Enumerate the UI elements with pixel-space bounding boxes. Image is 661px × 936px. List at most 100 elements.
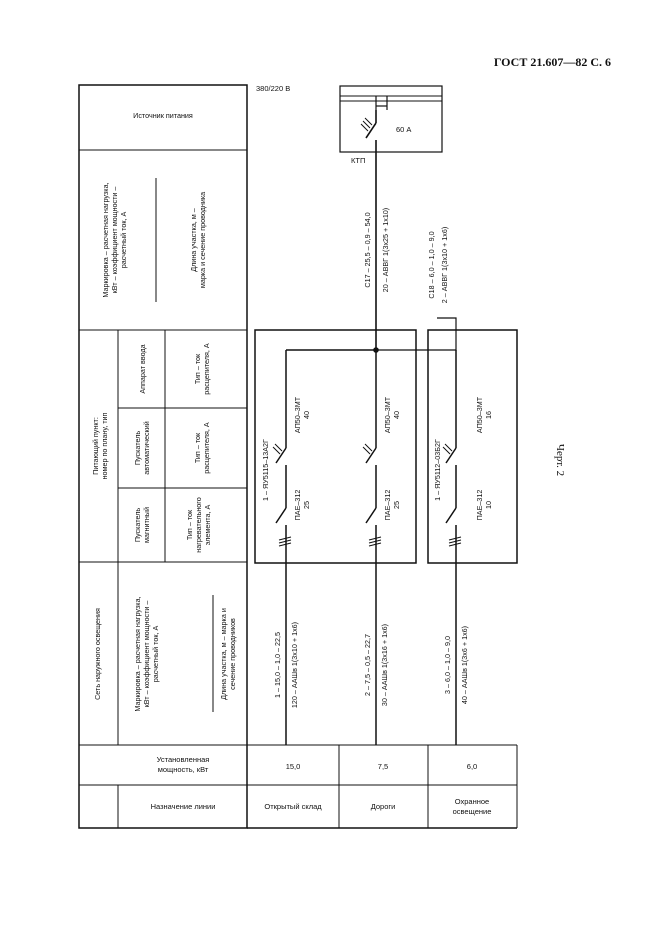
line-1-starter-mark: [278, 536, 292, 547]
source-marking-line-2: кВт – коэффициент мощности –: [110, 187, 119, 294]
line-2-starter-type: ПАЕ–312: [383, 490, 392, 521]
auto-breaker-line-2: автоматический: [142, 421, 151, 474]
power-source-label: Источник питания: [133, 111, 193, 120]
magnetic-starter-type-line-3: элемента, А: [203, 504, 212, 545]
left-table: [78, 84, 248, 829]
network-marking-line-3: расчетный ток, А: [151, 626, 160, 683]
magnetic-starter-line-2: магнитный: [142, 507, 151, 543]
source-breaker-current: 60 А: [396, 125, 411, 134]
line-3-cable-label: 40 – ААШв 1(3х6 + 1х6): [460, 626, 469, 704]
entry-type-header: Тип – ток расцепителя, А: [193, 343, 211, 395]
power-value-2: 7,5: [378, 762, 388, 771]
line-3-starter-type: ПАЕ–312: [475, 490, 484, 521]
power-value-3: 6,0: [467, 762, 477, 771]
table-frame: [78, 84, 248, 829]
line-1-breaker-type: АП50–3МТ: [293, 396, 302, 433]
source-breaker-blade: [365, 122, 377, 139]
line-3-marking: 3 – 6,0 – 1,0 – 9,0: [443, 636, 452, 694]
magnetic-starter-line-1: Пускатель: [133, 508, 142, 543]
line-3-circuit: [445, 350, 457, 745]
installed-power-line-1: Установленная: [157, 755, 210, 764]
breaker-blade: [445, 447, 457, 464]
network-length-label: Длина участка, м – марка и сечение прово…: [219, 608, 237, 700]
line-2-breaker-hatch: [362, 443, 373, 455]
panel-1-frame: [254, 329, 417, 564]
installed-power-line-2: мощность, кВт: [158, 765, 209, 774]
source-length-line-1: Длина участка, м –: [189, 208, 198, 272]
line-1-starter-type: ПАЕ–312: [293, 490, 302, 521]
line-2-marking: 2 – 7,5 – 0,5 – 22,7: [363, 634, 372, 696]
line-1-starter-label: ПАЕ–312 25: [293, 490, 311, 521]
entry-type-line-2: расцепителя, А: [202, 343, 211, 395]
line-3-breaker-current: 16: [484, 411, 493, 419]
line-purpose-label: Назначение линии: [151, 802, 216, 811]
panel-title-line-2: номер по плану, тип: [100, 412, 109, 479]
network-title: Сеть наружного освещения: [93, 608, 102, 700]
line-3-starter-mark: [448, 536, 462, 547]
power-value-1: 15,0: [286, 762, 301, 771]
network-marking-line-2: кВт – коэффициент мощности –: [142, 601, 151, 708]
line-2-breaker-current: 40: [392, 411, 401, 419]
feeder-2-marking: С18 – 6,0 – 1,0 – 9,0: [427, 231, 436, 298]
starter-blade: [275, 507, 287, 524]
line-3-breaker-hatch: [442, 443, 453, 455]
feeder-1-cable: 20 – АВВГ 1(3х25 + 1х10): [381, 208, 390, 292]
panel-2-frame: [427, 329, 518, 564]
line-2-breaker-label: АП50–3МТ 40: [383, 396, 401, 433]
purpose-value-2: Дороги: [371, 802, 396, 811]
line-2-starter-mark: [368, 536, 382, 547]
network-marking-label: Маркировка – расчетная нагрузка, кВт – к…: [133, 596, 160, 711]
bottom-table: [247, 744, 518, 829]
line-3-starter-current: 10: [484, 501, 493, 509]
line-3-starter-label: ПАЕ–312 10: [475, 490, 493, 521]
auto-breaker-line-1: Пускатель: [133, 431, 142, 466]
auto-breaker-type-line-1: Тип – ток: [193, 432, 202, 463]
line-1-starter-current: 25: [302, 501, 311, 509]
starter-blade: [445, 507, 457, 524]
purpose-value-1: Открытый склад: [264, 802, 322, 811]
magnetic-starter-type-header: Тип – ток нагревательного элемента, А: [185, 497, 212, 553]
panel-title-label: Питающий пункт: номер по плану, тип: [91, 412, 109, 479]
starter-blade: [365, 507, 377, 524]
line-2-breaker-type: АП50–3МТ: [383, 396, 392, 433]
panel-2-label: 1 – ЯУ5112–03Б2Г: [433, 439, 442, 501]
line-2-cable-label: 30 – ААШв 1(3х16 + 1х6): [380, 624, 389, 706]
line-1-marking: 1 – 15,0 – 1,0 – 22,5: [273, 632, 282, 698]
line-3-breaker-type: АП50–3МТ: [475, 396, 484, 433]
magnetic-starter-header: Пускатель магнитный: [133, 507, 151, 543]
source-length-label: Длина участка, м – марка и сечение прово…: [189, 192, 207, 288]
network-length-line-2: сечение проводников: [228, 618, 237, 690]
breaker-blade: [365, 447, 377, 464]
line-2-starter-current: 25: [392, 501, 401, 509]
entry-type-line-1: Тип – ток: [193, 353, 202, 384]
document-header: ГОСТ 21.607—82 С. 6: [493, 55, 611, 69]
auto-breaker-header: Пускатель автоматический: [133, 421, 151, 474]
entry-device-header: Аппарат ввода: [138, 344, 147, 393]
source-breaker-hatch: [360, 117, 373, 132]
feeder-1-marking: С17 – 25,5 – 0,9 – 54,0: [363, 212, 372, 287]
purpose-value-3-line-1: Охранное: [455, 797, 489, 806]
source-marking-line-3: расчетный ток, А: [119, 212, 128, 269]
magnetic-starter-type-line-2: нагревательного: [194, 497, 203, 553]
voltage-label: 380/220 В: [256, 84, 290, 93]
purpose-value-3-line-2: освещение: [453, 807, 492, 816]
source-length-line-2: марка и сечение проводника: [198, 192, 207, 288]
line-1-breaker-hatch: [272, 443, 283, 455]
substation-ktp: [339, 85, 443, 153]
line-1-breaker-current: 40: [302, 411, 311, 419]
line-1-circuit: [275, 350, 287, 745]
line-1-cable-label: 120 – ААШв 1(3х10 + 1х6): [290, 622, 299, 708]
network-length-line-1: Длина участка, м – марка и: [219, 608, 228, 700]
network-marking-line-1: Маркировка – расчетная нагрузка,: [133, 596, 142, 711]
line-2-starter-label: ПАЕ–312 25: [383, 490, 401, 521]
feeder-2-cable: 2 – АВВГ 1(3х10 + 1х6): [440, 227, 449, 303]
line-1-breaker-label: АП50–3МТ 40: [293, 396, 311, 433]
line-2-circuit: [365, 350, 377, 745]
substation-label: КТП: [351, 156, 365, 165]
line-3-breaker-label: АП50–3МТ 16: [475, 396, 493, 433]
auto-breaker-type-line-2: расцепителя, А: [202, 422, 211, 474]
substation-frame: [339, 85, 443, 153]
source-marking-line-1: Маркировка – расчетная нагрузка,: [101, 182, 110, 297]
breaker-blade: [275, 447, 287, 464]
